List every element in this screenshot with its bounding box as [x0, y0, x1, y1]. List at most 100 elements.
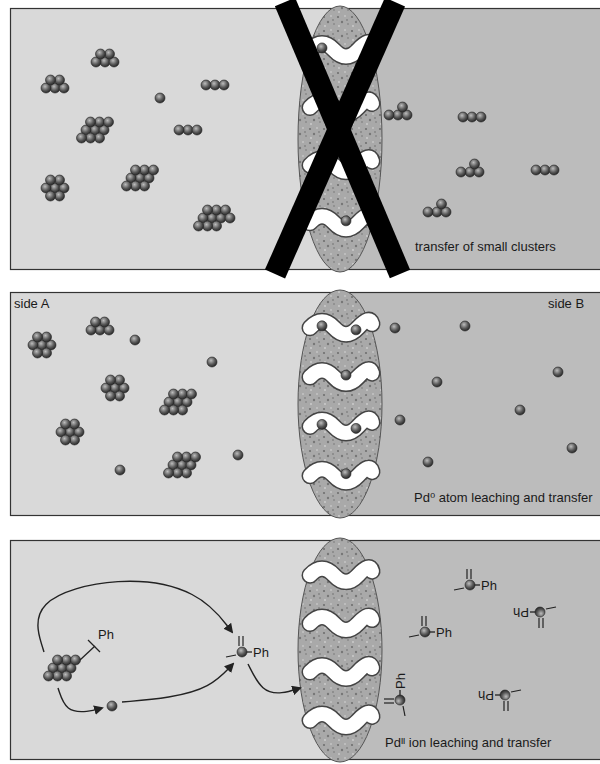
pore-outline	[310, 468, 372, 482]
phenyl-label: Ph	[513, 606, 529, 619]
pd-atom	[169, 389, 179, 399]
pd-atom	[398, 102, 408, 112]
pd-atom	[549, 165, 559, 175]
pd-atom	[61, 435, 71, 445]
side-a-ground	[10, 292, 340, 516]
pd-atom	[531, 165, 541, 175]
panel	[10, 290, 600, 518]
bond	[88, 640, 100, 652]
particle-layer	[28, 43, 577, 716]
pd-atom	[149, 165, 159, 175]
pd-atom	[61, 419, 71, 429]
pd-atom	[96, 49, 106, 59]
side-a-ground	[10, 540, 340, 760]
pd-atom	[207, 357, 217, 367]
pd-atom	[567, 443, 577, 453]
pd-atom	[160, 405, 170, 415]
pd-atom	[70, 419, 80, 429]
pd-atom	[140, 181, 150, 191]
pd-atom	[458, 112, 468, 122]
pd-complex	[384, 690, 405, 716]
pore	[310, 713, 372, 727]
pd-atom	[53, 655, 63, 665]
phenyl-label: Ph	[481, 579, 497, 592]
pd-atom	[390, 323, 400, 333]
panel	[10, 538, 600, 762]
pore-outline	[310, 713, 372, 727]
pd-atom	[122, 181, 132, 191]
pore	[310, 568, 372, 582]
pd-atom	[341, 216, 351, 226]
pd-atom	[317, 43, 327, 53]
pd-atom	[384, 110, 394, 120]
panel-caption: transfer of small clusters	[415, 240, 556, 254]
pd-atom	[233, 450, 243, 460]
pd-atom	[115, 391, 125, 401]
pd-atom	[131, 181, 141, 191]
pd-atom	[86, 133, 96, 143]
cross-mark	[275, 2, 400, 274]
pd-atom	[182, 468, 192, 478]
membrane	[298, 538, 382, 762]
pd-atom	[317, 321, 327, 331]
pd-atom	[33, 348, 43, 358]
reaction-arrow	[58, 688, 102, 712]
pd-atom	[173, 468, 183, 478]
pore-outline	[310, 215, 372, 229]
pd-complex	[530, 607, 556, 628]
pd-atom	[553, 367, 563, 377]
pd-atom	[341, 469, 351, 479]
bond	[80, 646, 95, 660]
pd-atom	[187, 389, 197, 399]
panel-caption: Pd⁰ atom leaching and transfer	[414, 491, 593, 505]
pore	[310, 419, 372, 433]
pd-atom	[71, 655, 81, 665]
pd-atom	[46, 75, 56, 85]
pore-outline	[310, 419, 372, 433]
pore-outline	[310, 320, 372, 334]
pd-atom	[86, 117, 96, 127]
phenyl-label: Ph	[98, 628, 114, 641]
pd-atom	[46, 175, 56, 185]
pd-atom	[432, 377, 442, 387]
side-label: side A	[14, 297, 49, 311]
pd-atom	[317, 419, 327, 429]
pd-atom	[351, 325, 361, 335]
pore	[310, 468, 372, 482]
panel-band: side A side B Pd⁰ atom leaching and transf…	[10, 292, 600, 516]
pore	[310, 664, 372, 678]
pd-atom	[201, 80, 211, 90]
pd-atom	[106, 375, 116, 385]
pd-atom	[210, 80, 220, 90]
pd-atom	[203, 205, 213, 215]
pd-atom	[62, 671, 72, 681]
reaction-arrow	[38, 581, 232, 652]
pd-atom	[540, 165, 550, 175]
pd-atom	[105, 49, 115, 59]
pore	[310, 616, 372, 630]
pd-atom	[140, 165, 150, 175]
pd-complex	[495, 690, 521, 711]
pd-atom	[212, 221, 222, 231]
panel-band: Pdᴵᴵ ion leaching and transfer	[10, 540, 600, 760]
pd-atom	[351, 423, 361, 433]
pd-atom	[470, 159, 480, 169]
phenyl-label: Ph	[436, 626, 452, 639]
pd-atom	[62, 655, 72, 665]
cross-stroke	[275, 2, 395, 274]
pd-atom	[191, 452, 201, 462]
side-label: side B	[548, 297, 584, 311]
pore	[310, 320, 372, 334]
pd-atom	[95, 117, 105, 127]
pd-atom	[130, 335, 140, 345]
panel-band: transfer of small clusters	[10, 8, 600, 270]
pd-complex	[454, 569, 480, 590]
pd-atom	[55, 191, 65, 201]
pd-atom	[100, 317, 110, 327]
pd-atom	[53, 671, 63, 681]
pd-atom	[192, 125, 202, 135]
pd-atom	[115, 375, 125, 385]
pd-atom	[42, 348, 52, 358]
pd-atom	[183, 125, 193, 135]
pd-atom	[476, 112, 486, 122]
